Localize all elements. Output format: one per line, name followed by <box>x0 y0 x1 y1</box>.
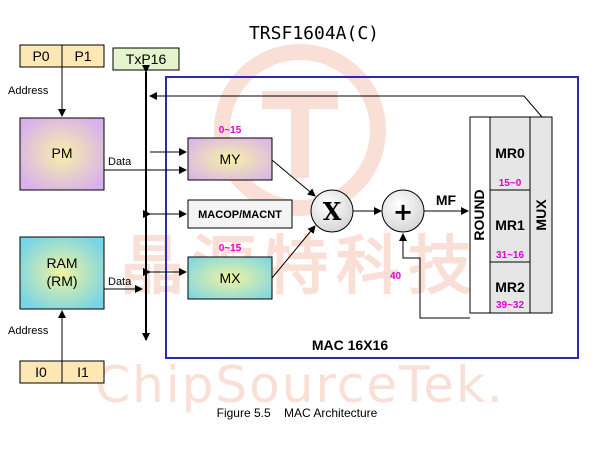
mx-register <box>187 256 273 300</box>
my-register <box>187 137 273 181</box>
port-p1-box <box>61 44 105 68</box>
mr0-label: MR0 <box>495 145 525 161</box>
mux-to-bus-line <box>149 92 543 118</box>
address-bottom-label: Address <box>8 325 49 337</box>
watermark-en: ChipSourceTek. <box>95 356 505 414</box>
feedback-width: 40 <box>390 271 402 282</box>
ram-data-label: Data <box>108 276 132 288</box>
multiply-symbol: X <box>323 197 342 226</box>
round-label: ROUND <box>471 189 487 240</box>
port-p0-label: P0 <box>32 48 49 64</box>
mr-block <box>489 116 531 314</box>
watermark-cn: 晶源特科技 <box>120 230 480 304</box>
mr0-range: 15~0 <box>499 178 522 189</box>
figure-caption: Figure 5.5 MAC Architecture <box>217 406 378 420</box>
port-p1-label: P1 <box>74 48 91 64</box>
pm-data-label: Data <box>108 156 132 168</box>
ram-label-line1: RAM <box>46 255 77 271</box>
ram-memory <box>19 236 105 310</box>
feedback-loop <box>399 233 470 319</box>
macop-label: MACOP/MACNT <box>198 209 282 221</box>
mac-box-label: MAC 16X16 <box>312 337 388 353</box>
mx-label: MX <box>220 270 242 286</box>
mx-range: 0~15 <box>219 243 242 254</box>
mr2-range: 39~32 <box>496 300 525 311</box>
watermark-logo-icon <box>214 44 386 216</box>
mr1-range: 31~16 <box>496 250 525 261</box>
diagram-title: TRSF1604A(C) <box>249 23 379 44</box>
my-label: MY <box>220 151 242 167</box>
watermark: 晶源特科技 ChipSourceTek. <box>95 44 505 414</box>
my-range: 0~15 <box>219 125 242 136</box>
pm-label: PM <box>52 145 73 161</box>
mr2-label: MR2 <box>495 279 525 295</box>
mx-to-multiplier <box>271 225 316 279</box>
port-i1-box <box>61 360 105 384</box>
add-symbol: + <box>393 198 413 226</box>
my-to-multiplier <box>271 159 316 197</box>
port-i1-label: I1 <box>77 364 89 380</box>
mr1-label: MR1 <box>495 217 525 233</box>
ram-label-line2: (RM) <box>46 273 77 289</box>
mux-label: MUX <box>533 199 549 231</box>
txp16-label: TxP16 <box>126 51 167 67</box>
pm-memory <box>19 117 105 191</box>
macop-register <box>187 199 293 229</box>
address-top-label: Address <box>8 85 49 97</box>
port-i0-label: I0 <box>35 364 47 380</box>
mux-block <box>529 116 553 314</box>
mf-label: MF <box>436 192 457 208</box>
